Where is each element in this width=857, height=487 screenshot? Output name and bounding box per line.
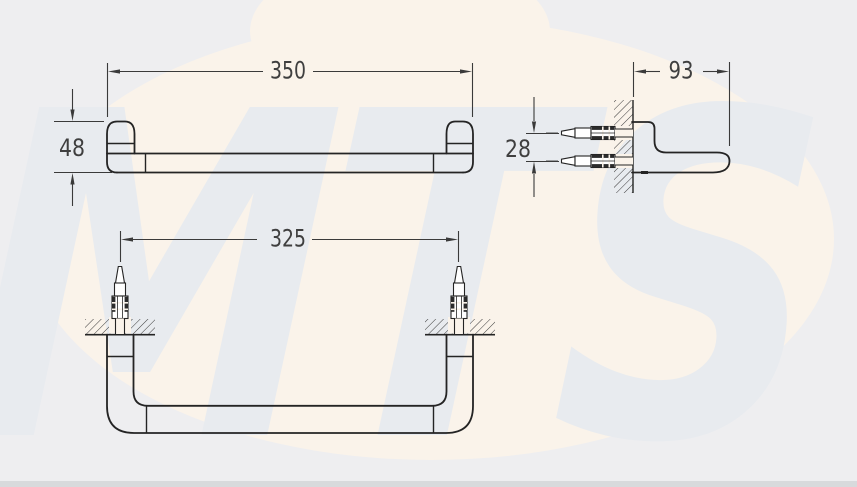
anchor-band [124, 296, 128, 312]
arrowhead-icon [108, 69, 120, 74]
arrowhead-icon [460, 69, 472, 74]
arrowhead-icon [70, 173, 75, 185]
screw-tip [560, 156, 576, 166]
wall-section [609, 100, 634, 193]
dimension-value-350: 350 [270, 57, 306, 85]
bar-inner-outline [132, 333, 448, 407]
dimension-side-depth: 93 [632, 57, 731, 146]
arrowhead-icon [121, 237, 133, 242]
screw-shaft [574, 155, 592, 167]
anchor-band [463, 296, 467, 312]
towel-bar-front-outline [106, 120, 474, 174]
right-post-outline [445, 120, 474, 174]
dimension-mount-spacing: 325 [119, 225, 460, 262]
through-wall-gap [615, 128, 633, 138]
dimension-value-28: 28 [505, 135, 531, 163]
arrowhead-icon [70, 109, 75, 121]
screw-tip [453, 265, 465, 284]
anchor-band [451, 296, 455, 312]
screw-shaft [452, 282, 466, 297]
screw-tip [560, 128, 576, 138]
bottom-view: 325 [85, 225, 495, 434]
anchor-screw-side-bottom [546, 153, 633, 169]
dimension-front-height: 48 [54, 89, 112, 206]
dimension-value-93: 93 [669, 57, 694, 85]
screw-shaft [113, 282, 127, 297]
arrowhead-icon [531, 121, 537, 133]
dimension-value-325: 325 [270, 225, 306, 253]
bar-outer-outline [106, 333, 474, 434]
arrowhead-icon [717, 69, 729, 74]
anchor-slit [112, 302, 128, 304]
anchor-screw-side-top [546, 125, 633, 141]
screw-tip [114, 265, 126, 284]
arrowhead-icon [531, 161, 537, 174]
side-view: 93 [505, 57, 731, 197]
anchor-slit [112, 308, 128, 311]
anchor-slit [451, 308, 467, 311]
through-wall-gap [615, 156, 633, 166]
through-wall-gap [115, 318, 125, 334]
dimension-value-48: 48 [59, 134, 85, 162]
towel-bar-bottom-outline [106, 333, 474, 434]
arrowhead-icon [446, 237, 458, 242]
anchor-screw-bottom-left [111, 265, 129, 334]
bracket-profile [631, 121, 731, 174]
page-bottom-strip [0, 481, 857, 487]
bracket-outline [631, 121, 731, 174]
left-post-outline [106, 120, 136, 174]
dimension-front-width: 350 [106, 57, 474, 117]
dimension-hole-spacing: 28 [505, 97, 559, 197]
anchor-band [112, 296, 116, 312]
wall-section-hatch [614, 100, 633, 193]
arrowhead-icon [634, 69, 646, 74]
through-wall-gap [454, 318, 464, 334]
anchor-screw-bottom-right [450, 265, 468, 334]
anchor-slit [451, 302, 467, 304]
screw-shaft [574, 127, 592, 139]
front-view: 350 48 [54, 57, 474, 206]
